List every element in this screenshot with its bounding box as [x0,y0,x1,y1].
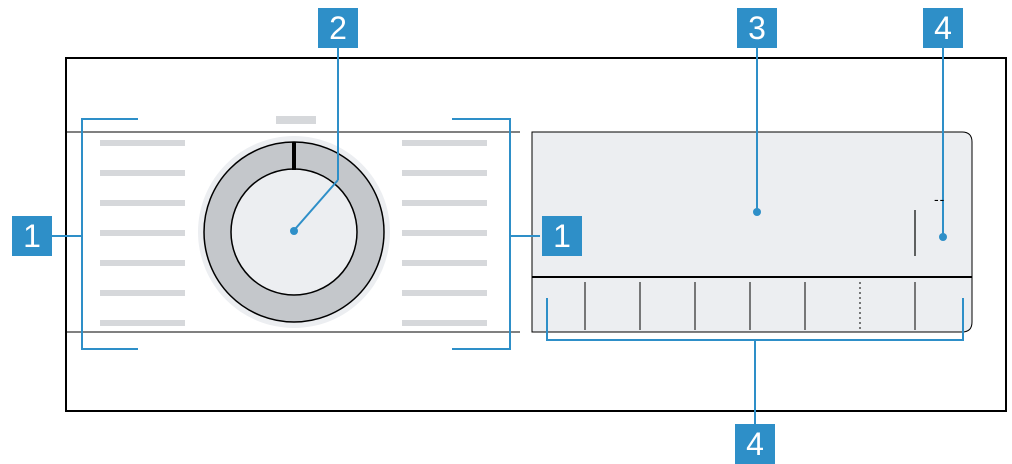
callout-1-right: 1 [542,216,582,256]
program-line [402,200,487,206]
callout-2: 2 [318,8,358,48]
display-panel [531,131,973,333]
program-line [100,260,185,266]
callout-dots [290,208,947,241]
program-line [100,140,185,146]
bracket-right [452,118,511,350]
callout-1-left: 1 [12,216,52,256]
program-line [402,170,487,176]
callout-4-top: 4 [923,8,963,48]
program-list-left [100,140,185,326]
leader-2-diag [295,179,339,229]
program-line [402,320,487,326]
program-list-right [402,140,487,326]
display-symbol: -- [934,191,945,207]
program-line [402,290,487,296]
indicator-bar [276,116,316,124]
bracket-left [81,118,138,350]
callout-dot [939,233,947,241]
program-line [402,260,487,266]
program-line [402,230,487,236]
program-line [100,290,185,296]
callout-4-bottom: 4 [735,424,775,464]
program-line [402,140,487,146]
program-line [100,200,185,206]
callout-dot [753,208,761,216]
program-selector-marker [292,142,296,170]
panel-frame [65,57,1007,412]
program-line [100,170,185,176]
callout-lines [52,48,964,426]
touch-fields [584,282,916,330]
program-line [100,230,185,236]
program-line [100,320,185,326]
callout-3: 3 [737,8,777,48]
callout-dot [290,227,298,235]
